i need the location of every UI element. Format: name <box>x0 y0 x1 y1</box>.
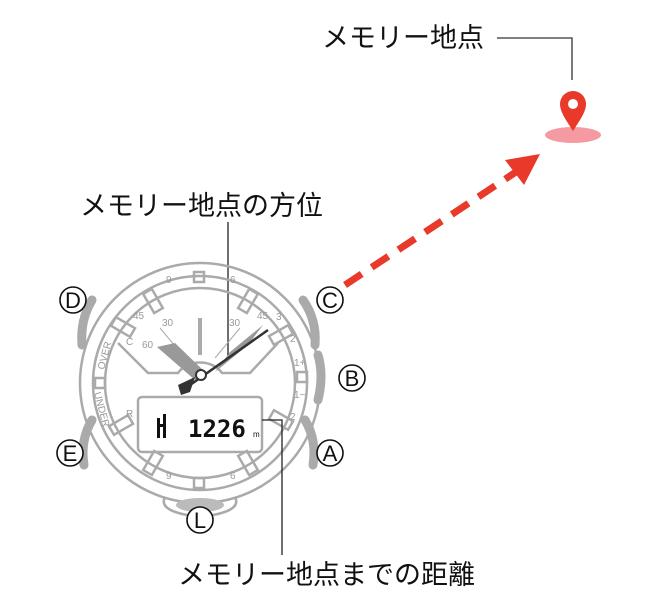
dial-number: 2 <box>290 412 296 423</box>
dial-number: 1+ <box>294 358 306 369</box>
button-a-label: A <box>323 441 338 466</box>
dial-number: 30 <box>162 318 174 329</box>
dial-number: 6 <box>230 471 236 482</box>
memory-point-label: メモリー地点 <box>322 23 484 54</box>
dial-number: 45 <box>257 311 269 322</box>
dial-number: 9 <box>166 275 172 286</box>
dial-letter-r: R <box>126 409 133 420</box>
pin-shadow <box>545 127 601 143</box>
distance-unit: m <box>253 430 260 439</box>
button-labels <box>56 286 366 534</box>
location-pin-icon <box>560 91 586 131</box>
dial-number: 6 <box>230 275 236 286</box>
distance-leader <box>262 419 283 555</box>
button-l-label: L <box>194 508 206 533</box>
watch <box>77 261 326 519</box>
button-d-label: D <box>65 288 81 313</box>
dial-number: 1− <box>294 390 306 401</box>
direction-arrow <box>343 165 524 288</box>
arrowhead <box>505 154 540 185</box>
dial-letter-c: C <box>126 337 133 348</box>
memory-direction-label: メモリー地点の方位 <box>80 191 323 222</box>
dial-number: 30 <box>229 318 241 329</box>
dial-number: 9 <box>166 471 172 482</box>
memory-point-leader <box>497 37 573 80</box>
dial-number: 3 <box>276 312 282 323</box>
dial-number: 60 <box>142 340 154 351</box>
distance-value: 1226 <box>188 415 246 443</box>
watch-hands <box>157 325 269 395</box>
button-b-label: B <box>345 366 360 391</box>
person-icon <box>157 414 166 438</box>
dial-number: 45 <box>133 311 145 322</box>
button-c-label: C <box>322 288 338 313</box>
button-e-label: E <box>63 441 78 466</box>
dial-number: 2 <box>290 334 296 345</box>
memory-distance-label: メモリー地点までの距離 <box>178 560 475 591</box>
lcd-display: 1226 m <box>157 414 260 443</box>
